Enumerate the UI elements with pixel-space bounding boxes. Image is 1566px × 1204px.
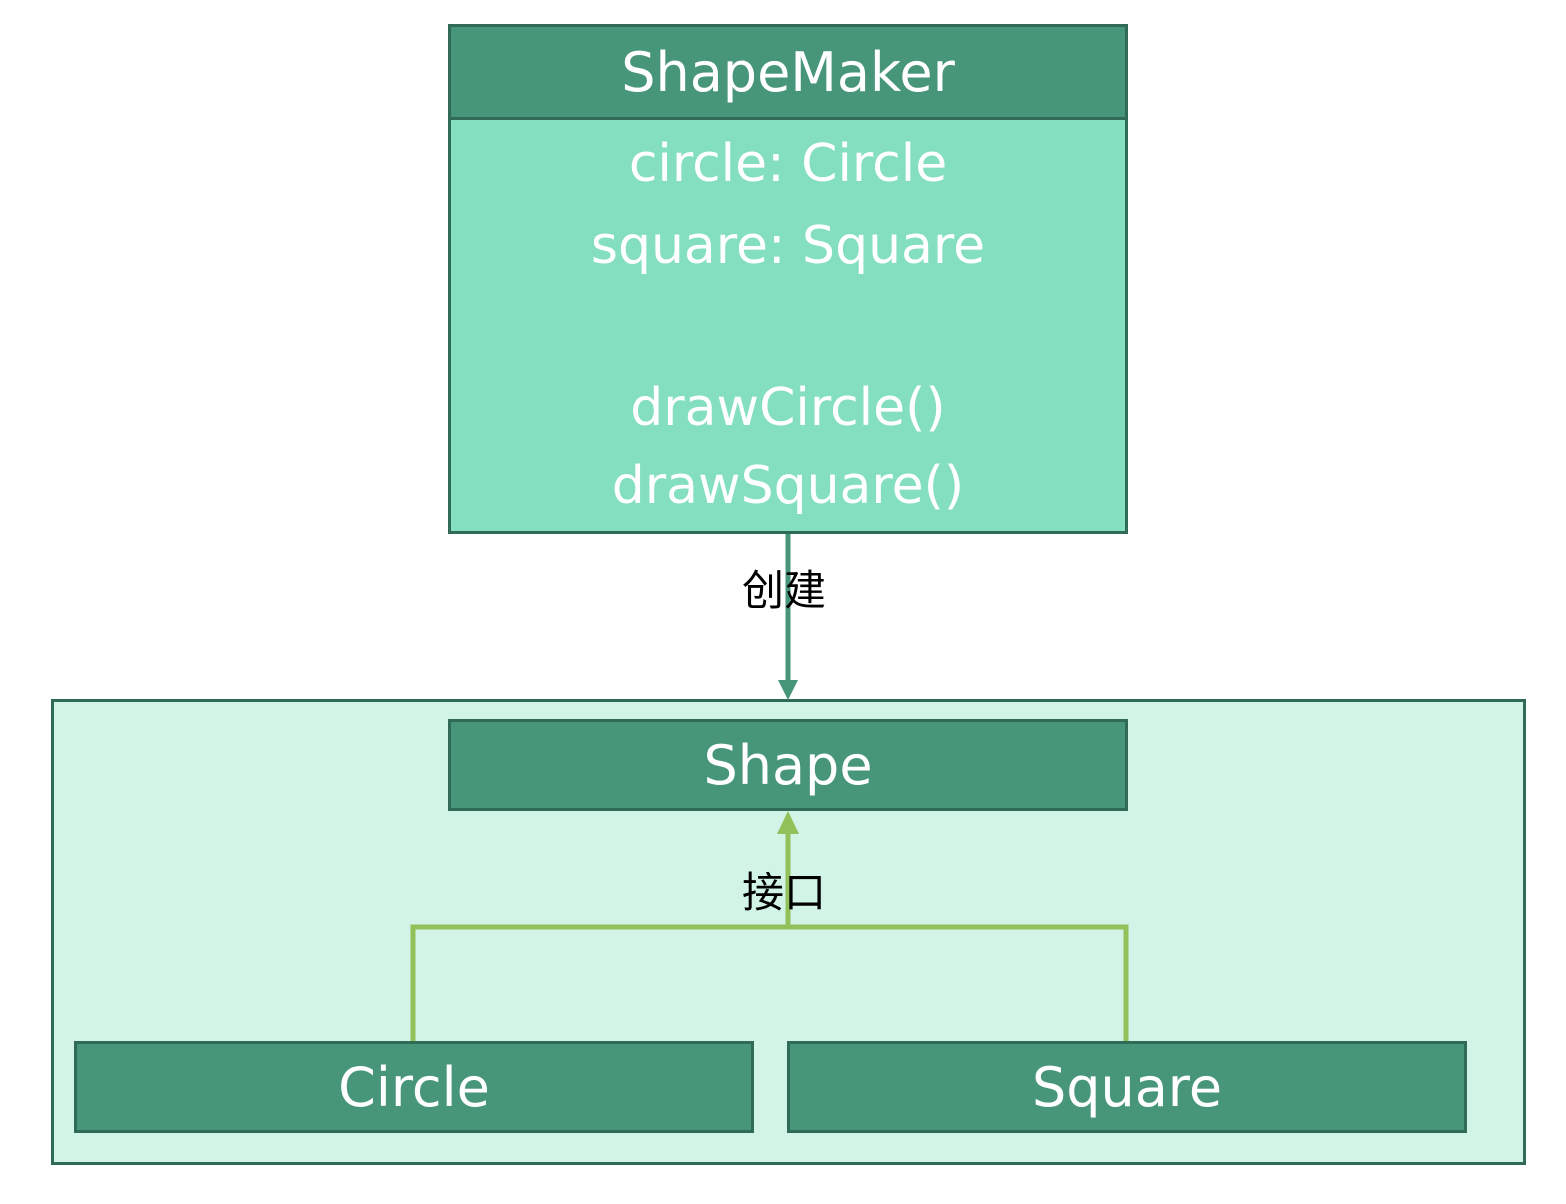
shapemaker-class-header[interactable]: ShapeMaker: [448, 24, 1128, 120]
square-class-box[interactable]: Square: [787, 1041, 1467, 1133]
square-class-title: Square: [1031, 1055, 1223, 1119]
attribute-square: square: Square: [590, 216, 986, 276]
attribute-circle: circle: Circle: [628, 134, 948, 194]
shape-interface-box[interactable]: Shape: [448, 719, 1128, 811]
shape-interface-title: Shape: [703, 733, 873, 797]
shapemaker-class-body: circle: Circle square: Square drawCircle…: [448, 120, 1128, 534]
create-arrow-head: [778, 680, 798, 700]
create-relation-label: 创建: [742, 566, 827, 615]
method-draw-circle: drawCircle(): [630, 378, 946, 438]
shapemaker-class-title: ShapeMaker: [621, 40, 955, 104]
interface-relation-label: 接口: [742, 868, 827, 917]
circle-class-box[interactable]: Circle: [74, 1041, 754, 1133]
circle-class-title: Circle: [338, 1055, 490, 1119]
method-draw-square: drawSquare(): [611, 456, 965, 516]
